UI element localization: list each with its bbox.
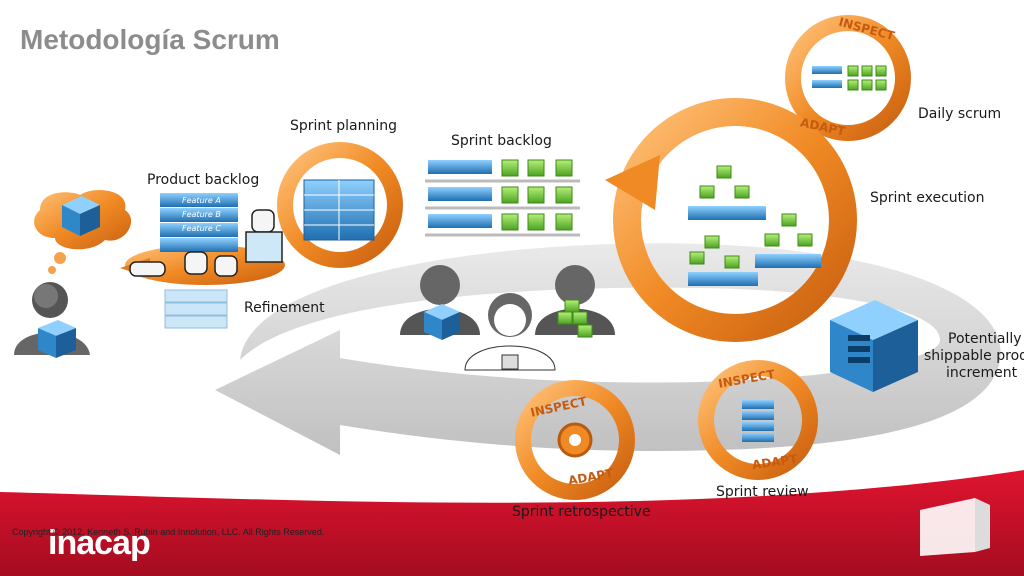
scrum-team-icon — [400, 265, 615, 371]
copyright-notice: Copyright © 2012, Kenneth S. Rubin and I… — [12, 527, 325, 537]
potentially-label-line2: shippable product — [924, 348, 1024, 364]
footer-band — [0, 470, 1024, 576]
sprint-execution-label: Sprint execution — [870, 190, 985, 206]
product-owner-icon — [14, 282, 90, 358]
sprint-review-label: Sprint review — [716, 484, 809, 500]
inacap-logo: inacap — [48, 524, 151, 562]
sprint-planning-label: Sprint planning — [290, 118, 397, 134]
increment-cube-icon — [830, 300, 918, 392]
slide-title: Metodología Scrum — [20, 24, 280, 55]
daily-scrum-cycle — [785, 15, 911, 141]
refinement-label: Refinement — [244, 300, 325, 316]
sprint-execution-cycle — [605, 98, 857, 342]
backlog-stack — [160, 193, 238, 329]
feature-c-label: Feature C — [182, 224, 221, 233]
feature-a-label: Feature A — [182, 196, 221, 205]
product-cube-icon — [62, 196, 100, 236]
feature-b-label: Feature B — [182, 210, 221, 219]
sprint-retrospective-label: Sprint retrospective — [512, 504, 651, 520]
potentially-label-line3: increment — [946, 365, 1018, 381]
product-backlog-label: Product backlog — [147, 172, 260, 188]
daily-scrum-label: Daily scrum — [918, 106, 1002, 122]
sprint-backlog-label: Sprint backlog — [451, 133, 552, 149]
hands-icon — [129, 209, 283, 277]
sprint-retrospective-cycle — [515, 380, 635, 500]
sprint-backlog-board — [425, 159, 580, 237]
sprint-review-cycle — [698, 360, 818, 480]
potentially-label-line1: Potentially — [948, 331, 1022, 347]
sprint-planning-cycle — [277, 142, 403, 268]
